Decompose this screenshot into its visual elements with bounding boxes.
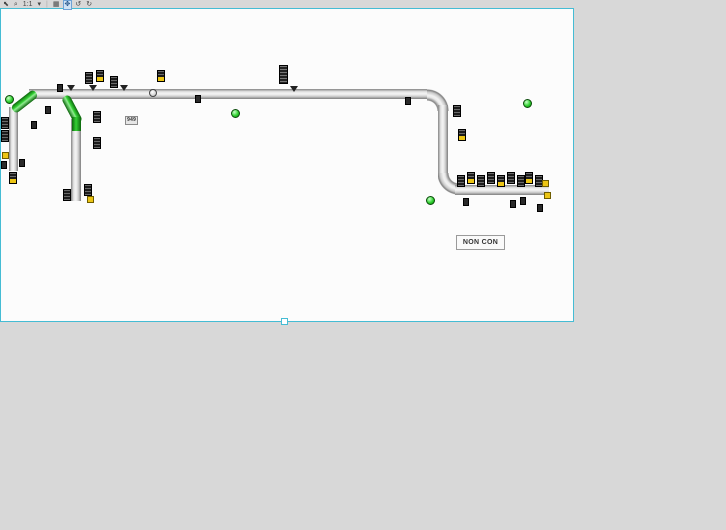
flow-arrow-icon[interactable]	[290, 86, 298, 92]
status-layer	[1, 9, 573, 321]
conveyor-descent-right[interactable]	[438, 105, 448, 177]
dial-icon[interactable]	[149, 89, 157, 97]
select-tool-icon[interactable]: ⬉	[3, 0, 9, 8]
conveyor-main-line[interactable]	[29, 89, 427, 99]
toolbar-separator[interactable]: |	[46, 0, 48, 8]
warning-marker-icon[interactable]	[87, 196, 94, 203]
sensor-small-icon[interactable]	[510, 200, 516, 208]
status-light-green[interactable]	[231, 109, 240, 118]
warning-marker-icon[interactable]	[2, 152, 9, 159]
pan-tool-icon[interactable]: ✥	[62, 0, 73, 10]
toolbar: ⬉ ⌕ 1:1 ▾ | ▦✥↺ ↻	[2, 0, 93, 10]
sensor-alarm-icon[interactable]	[497, 175, 505, 187]
sensor-icon[interactable]	[457, 175, 465, 187]
scanner-icon[interactable]	[279, 65, 288, 84]
sensor-icon[interactable]	[1, 130, 9, 142]
sensor-alarm-icon[interactable]	[157, 70, 165, 82]
sensor-icon[interactable]	[85, 72, 93, 84]
sensor-small-icon[interactable]	[537, 204, 543, 212]
warning-marker-icon[interactable]	[542, 180, 549, 187]
flow-arrow-icon[interactable]	[89, 85, 97, 91]
sensor-icon[interactable]	[487, 172, 495, 184]
sensor-small-icon[interactable]	[19, 159, 25, 167]
sensor-alarm-icon[interactable]	[96, 70, 104, 82]
sensor-icon[interactable]	[63, 189, 71, 201]
zoom-tool-icon[interactable]: ⌕	[13, 0, 18, 8]
conveyor-mid-drop[interactable]	[71, 119, 81, 201]
sensor-icon[interactable]	[507, 172, 515, 184]
device-layer: 949	[1, 9, 573, 321]
warning-marker-icon[interactable]	[544, 192, 551, 199]
sensor-icon[interactable]	[1, 117, 9, 129]
sensor-small-icon[interactable]	[405, 97, 411, 105]
selection-handle[interactable]	[281, 318, 288, 325]
status-light-green[interactable]	[5, 95, 14, 104]
sensor-small-icon[interactable]	[57, 84, 63, 92]
conveyor-mid-running[interactable]	[72, 117, 81, 131]
sensor-alarm-icon[interactable]	[9, 172, 17, 184]
non-con-label[interactable]: NON CON	[456, 235, 505, 250]
scada-canvas[interactable]: 949 NON CON	[0, 8, 574, 322]
conveyor-left-drop[interactable]	[9, 107, 18, 171]
conveyor-elbow-bottom-left[interactable]	[438, 173, 459, 195]
sensor-small-icon[interactable]	[195, 95, 201, 103]
sensor-icon[interactable]	[84, 184, 92, 196]
sensor-alarm-icon[interactable]	[525, 172, 533, 184]
zoom-level[interactable]: 1:1	[22, 0, 33, 8]
status-light-green[interactable]	[523, 99, 532, 108]
zoom-dropdown-icon[interactable]: ▾	[37, 0, 42, 8]
conveyor-layer	[1, 9, 573, 321]
sensor-alarm-icon[interactable]	[458, 129, 466, 141]
sensor-small-icon[interactable]	[45, 106, 51, 114]
sensor-icon[interactable]	[93, 111, 101, 123]
redo-icon[interactable]: ↻	[86, 0, 93, 8]
sensor-small-icon[interactable]	[463, 198, 469, 206]
flow-arrow-icon[interactable]	[120, 85, 128, 91]
refresh-icon[interactable]: ↺	[75, 0, 82, 8]
status-light-green[interactable]	[426, 196, 435, 205]
sensor-small-icon[interactable]	[520, 197, 526, 205]
sensor-icon[interactable]	[110, 76, 118, 88]
sensor-small-icon[interactable]	[1, 161, 7, 169]
sensor-icon[interactable]	[477, 175, 485, 187]
sensor-icon[interactable]	[517, 175, 525, 187]
sensor-alarm-icon[interactable]	[467, 172, 475, 184]
flow-arrow-icon[interactable]	[67, 85, 75, 91]
sensor-icon[interactable]	[453, 105, 461, 117]
conveyor-outfeed-line[interactable]	[455, 185, 549, 195]
sensor-icon[interactable]	[93, 137, 101, 149]
station-tag[interactable]: 949	[125, 116, 139, 125]
grid-tool-icon[interactable]: ▦	[52, 0, 60, 8]
sensor-small-icon[interactable]	[31, 121, 37, 129]
